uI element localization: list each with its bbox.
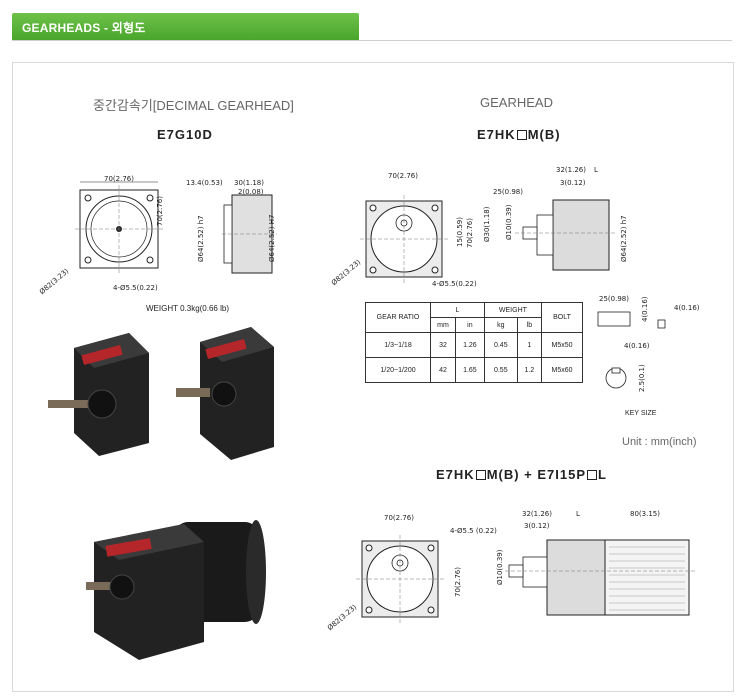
th-bolt: BOLT <box>541 302 583 333</box>
left-hole-dim: 4-Ø5.5(0.22) <box>113 284 158 292</box>
th-L: L <box>430 302 485 318</box>
table-row: 1/20~1/200 42 1.65 0.55 1.2 M5x60 <box>365 357 583 383</box>
bottom-width-dim: 70(2.76) <box>384 514 414 522</box>
left-weight: WEIGHT 0.3kg(0.66 lb) <box>146 304 229 313</box>
th-kg: kg <box>483 317 518 333</box>
bottom-shaftlen-dim: 32(1.26) <box>522 510 552 518</box>
right-L-dim: L <box>594 166 598 174</box>
bottom-key-dim: 3(0.12) <box>524 522 550 530</box>
right-offset-dim: 15(0.59) <box>456 217 464 247</box>
left-body-dim: 30(1.18) <box>234 179 264 187</box>
bottom-L-dim: L <box>576 510 580 518</box>
th-ratio: GEAR RATIO <box>365 302 431 333</box>
key-side-drawing <box>597 311 666 389</box>
table-row: 1/3~1/18 32 1.26 0.45 1 M5x50 <box>365 332 583 358</box>
right-height-dim: 70(2.76) <box>466 218 474 248</box>
left-lip-dim: 2(0.08) <box>238 188 264 196</box>
section-tab: GEARHEADS - 외형도 <box>12 13 359 40</box>
key-len-dim: 25(0.98) <box>599 295 629 303</box>
left-bore-h7: Ø64(2.52) h7 <box>197 215 205 262</box>
placeholder-box-icon <box>516 130 527 140</box>
left-heading: 중간감속기[DECIMAL GEARHEAD] <box>93 98 294 113</box>
left-model: E7G10D <box>157 127 213 142</box>
bottom-height-dim: 70(2.76) <box>454 567 462 597</box>
right-front-view <box>360 195 448 283</box>
placeholder-box-icon <box>587 470 598 480</box>
th-in: in <box>454 317 485 333</box>
gearhead-photo-1 <box>48 333 149 456</box>
right-side-view <box>515 199 615 271</box>
gearhead-motor-photo <box>86 520 266 660</box>
key-size-label: KEY SIZE <box>625 410 657 417</box>
right-boss-dim: Ø30(1.18) <box>483 206 491 242</box>
key-depth-dim: 2.5(0.1) <box>638 364 646 392</box>
right-heading: GEARHEAD <box>480 95 553 110</box>
left-side-view <box>222 194 277 274</box>
right-width-dim: 70(2.76) <box>388 172 418 180</box>
divider <box>12 40 732 41</box>
left-width-dim: 70(2.76) <box>104 175 134 183</box>
right-hole-dim: 4-Ø5.5(0.22) <box>432 280 477 288</box>
bottom-side-view <box>505 539 695 616</box>
key-kw-dim: 4(0.16) <box>624 342 650 350</box>
unit-label: Unit : mm(inch) <box>622 436 697 448</box>
tab-title: GEARHEADS - 외형도 <box>22 21 146 35</box>
right-keya-dim: 3(0.12) <box>560 179 586 187</box>
right-body-dim: Ø64(2.52) h7 <box>620 215 628 262</box>
bottom-motor-dim: 80(3.15) <box>630 510 660 518</box>
bottom-hole-dim: 4-Ø5.5 (0.22) <box>450 527 497 535</box>
left-front-view <box>75 181 163 273</box>
placeholder-box-icon <box>475 470 486 480</box>
right-shaftlen-dim: 32(1.26) <box>556 166 586 174</box>
spec-table: GEAR RATIO L WEIGHT BOLT mm in kg lb 1/3… <box>365 302 583 383</box>
gearhead-photo-2 <box>176 327 274 460</box>
left-height-dim: 70(2.76) <box>156 196 164 226</box>
key-w-dim: 4(0.16) <box>674 304 700 312</box>
left-flange-dim: 13.4(0.53) <box>186 179 223 187</box>
right-shaft-dim: Ø10(0.39) <box>505 204 513 240</box>
left-bore-H7: Ø64(2.52) H7 <box>268 214 276 262</box>
th-weight: WEIGHT <box>483 302 543 318</box>
th-mm: mm <box>430 317 456 333</box>
key-h-dim: 4(0.16) <box>641 296 649 322</box>
bottom-front-view <box>356 535 444 623</box>
th-lb: lb <box>516 317 543 333</box>
bottom-shaft-dim: Ø10(0.39) <box>496 549 504 585</box>
right-keyb-dim: 25(0.98) <box>493 188 523 196</box>
